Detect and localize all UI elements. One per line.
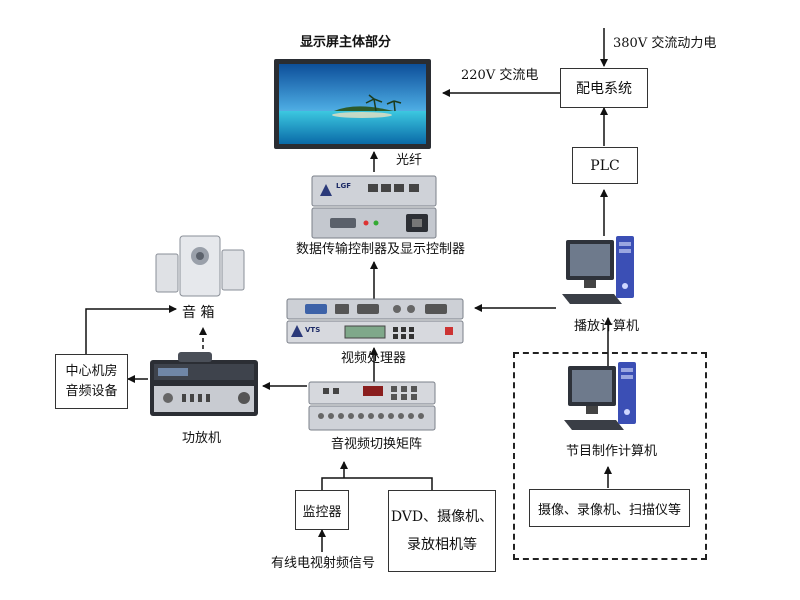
plc-box: PLC <box>572 147 638 184</box>
data-controller-device: LGF <box>310 172 440 240</box>
production-computer-label: 节目制作计算机 <box>566 444 658 459</box>
fiber-label: 光纤 <box>396 153 423 168</box>
speakers-label: 音 箱 <box>182 305 215 321</box>
dvd-line1: DVD、摄像机、 <box>390 509 494 525</box>
playback-computer-device <box>558 232 646 314</box>
central-audio-box: 中心机房 音频设备 <box>55 354 128 409</box>
bracket-monitor-dvd <box>321 477 433 490</box>
arrow-central-to-speakers <box>85 305 177 354</box>
power-380v-label: 380V 交流动力电 <box>613 36 717 51</box>
power-distribution-box: 配电系统 <box>560 68 648 108</box>
cable-tv-signal-label: 有线电视射频信号 <box>271 556 376 571</box>
processor-brand: VTS <box>305 326 321 334</box>
central-audio-line2: 音频设备 <box>65 383 118 399</box>
amplifier-device <box>148 352 260 420</box>
central-audio-line1: 中心机房 <box>65 364 118 379</box>
capture-devices-box: 摄像、录像机、扫描仪等 <box>529 489 690 527</box>
power-220v-label: 220V 交流电 <box>461 68 539 83</box>
data-controller-label: 数据传输控制器及显示控制器 <box>296 242 466 257</box>
dvd-line2: 录放相机等 <box>407 537 477 553</box>
video-processor-label: 视频处理器 <box>341 351 407 366</box>
led-screen <box>274 59 431 149</box>
video-processor-device: VTS <box>285 297 465 345</box>
amplifier-label: 功放机 <box>182 431 222 446</box>
av-matrix-device <box>307 380 437 432</box>
speakers-device <box>154 234 250 298</box>
diagram-title: 显示屏主体部分 <box>300 35 392 50</box>
production-group-frame <box>513 352 707 560</box>
production-computer-device <box>560 360 648 438</box>
playback-computer-label: 播放计算机 <box>574 319 640 334</box>
dvd-sources-box: DVD、摄像机、 录放相机等 <box>388 490 496 572</box>
av-matrix-label: 音视频切换矩阵 <box>331 437 423 452</box>
monitor-box: 监控器 <box>295 490 349 530</box>
controller-brand: LGF <box>336 182 351 190</box>
